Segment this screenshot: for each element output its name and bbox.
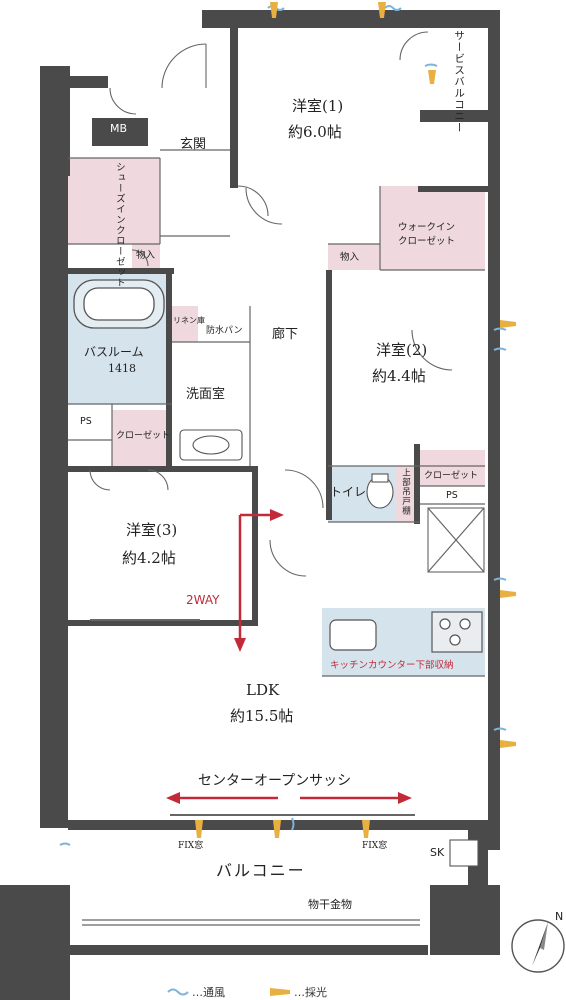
compass-n: N <box>555 910 564 923</box>
two-way-label: 2WAY <box>186 593 220 607</box>
legend-wind: …通風 <box>192 986 225 999</box>
linen-area <box>172 306 198 342</box>
balcony-label: バルコニー <box>216 861 306 880</box>
ps-label-bath: PS <box>80 416 92 427</box>
walkin-closet-area <box>380 186 485 270</box>
western2-size: 約4.4帖 <box>372 367 426 385</box>
sk-sink <box>449 839 479 867</box>
waterproof-pan-label: 防水パン <box>206 326 243 336</box>
interior-lines <box>68 149 485 926</box>
service-balcony-label: サービスバルコニー <box>453 30 466 134</box>
area-fills <box>68 28 490 950</box>
storage-walkin-area <box>328 244 380 270</box>
ps-label-toilet: PS <box>446 490 458 501</box>
closet3-label: クローゼット <box>116 431 171 441</box>
sk-label: SK <box>430 846 445 859</box>
kitchen-storage-label: キッチンカウンター下部収納 <box>330 660 454 671</box>
mb-label: MB <box>110 122 128 135</box>
upper-shelf-area <box>396 466 416 522</box>
upper-shelf-label: 上部吊戸棚 <box>400 468 411 516</box>
hallway-label: 廊下 <box>272 327 299 342</box>
western1-name: 洋室(1) <box>292 97 344 115</box>
linen-label: リネン庫 <box>173 316 205 325</box>
western3-name: 洋室(3) <box>126 521 178 539</box>
western3-size: 約4.2帖 <box>122 549 176 567</box>
storage-label-walkin: 物入 <box>340 252 360 263</box>
legend-glyphs <box>167 988 290 996</box>
bathroom-size: 1418 <box>108 362 136 375</box>
closet2-area <box>420 450 485 486</box>
washroom-label: 洗面室 <box>186 387 226 402</box>
toilet-label: トイレ <box>330 485 367 499</box>
walkin-closet-label-1: ウォークイン <box>398 222 456 233</box>
western2-name: 洋室(2) <box>376 341 428 359</box>
ldk-name: LDK <box>246 681 280 699</box>
service-balcony-area <box>438 28 490 110</box>
bathtub <box>73 279 165 329</box>
ldk-size: 約15.5帖 <box>230 707 294 725</box>
shoes-closet-label: シューズインクローゼット <box>113 162 125 288</box>
legend-light: …採光 <box>294 986 327 999</box>
shoes-closet-area <box>68 158 160 244</box>
two-way-arrow <box>234 509 284 652</box>
closet3-area <box>112 410 172 466</box>
fixtures <box>179 429 394 509</box>
center-sash-label: センターオープンサッシ <box>198 773 352 789</box>
bathroom-label: バスルーム <box>84 345 144 359</box>
fix-window-left: FIX窓 <box>178 841 204 851</box>
center-sash-arrows <box>166 792 412 804</box>
fix-window-right: FIX窓 <box>362 841 388 851</box>
door-swings <box>89 31 453 577</box>
compass <box>511 919 565 973</box>
walkin-closet-label-2: クローゼット <box>398 236 456 247</box>
wind-markers <box>59 5 507 846</box>
kitchen-fixtures <box>329 611 483 653</box>
storage-label-entrance: 物入 <box>136 250 156 261</box>
western1-size: 約6.0帖 <box>288 123 342 141</box>
entrance-label: 玄関 <box>180 137 207 152</box>
light-markers <box>195 2 516 838</box>
drying-rack-label: 物干金物 <box>308 898 352 911</box>
closet2-label: クローゼット <box>424 471 479 481</box>
storage-entrance-area <box>132 244 160 270</box>
balcony-area <box>68 830 488 950</box>
